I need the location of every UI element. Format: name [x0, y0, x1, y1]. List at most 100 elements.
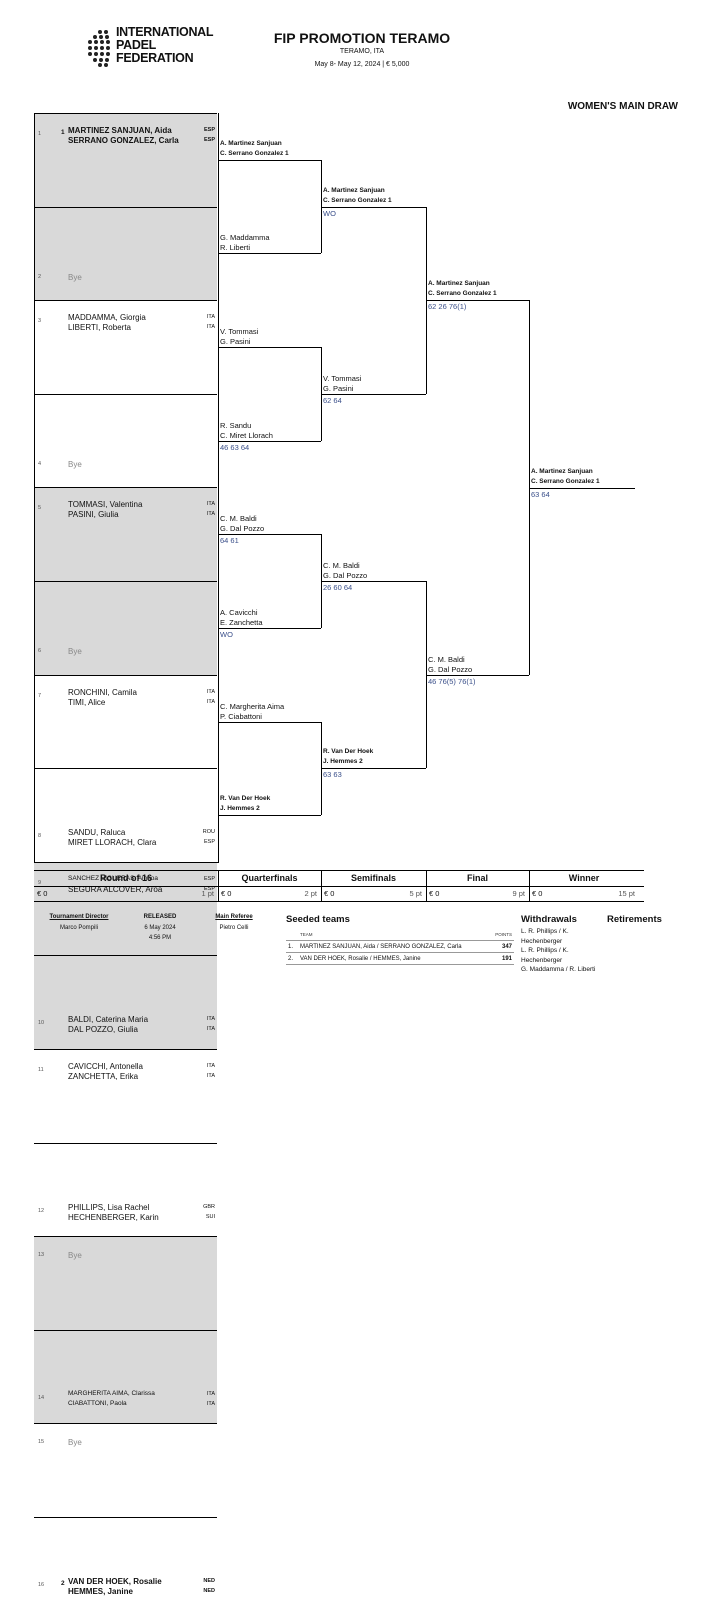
released-date: 6 May 2024 — [144, 925, 176, 931]
player-name: HECHENBERGER, Karin — [68, 1212, 159, 1222]
draw-slot — [34, 674, 217, 770]
winner-name: R. Sandu — [220, 420, 252, 430]
round-points: 9 pt — [512, 889, 525, 898]
seed-points: 191 — [486, 952, 514, 965]
draw-slot — [34, 1236, 217, 1331]
bracket-line — [218, 159, 321, 161]
player-name: LIBERTI, Roberta — [68, 323, 131, 333]
round-divider — [218, 870, 219, 901]
slot-number: 7 — [38, 692, 42, 699]
seed-points: 347 — [486, 940, 514, 953]
player-name: TIMI, Alice — [68, 697, 106, 707]
fip-logo: INTERNATIONAL PADEL FEDERATION — [88, 26, 214, 70]
event-title: FIP PROMOTION TERAMO — [273, 30, 451, 46]
winner-name: G. Dal Pozzo — [220, 524, 265, 534]
match-score: WO — [323, 208, 336, 218]
bye-label: Bye — [68, 459, 82, 469]
winner-name: A. Martinez Sanjuan — [531, 467, 593, 475]
nationality: ROU — [202, 829, 215, 836]
player-name: VAN DER HOEK, Rosalie — [68, 1577, 162, 1586]
seed-col-header — [286, 929, 298, 941]
player-name: DAL POZZO, Giulia — [68, 1025, 138, 1035]
match-score: 46 76(5) 76(1) — [428, 676, 476, 686]
slot-number: 8 — [38, 833, 42, 840]
draw-slots-frame — [34, 113, 219, 863]
director-heading: Tournament Director — [49, 914, 109, 920]
bracket-line — [529, 487, 635, 489]
logo-dot — [99, 58, 103, 62]
round-points: 2 pt — [304, 889, 317, 898]
logo-dot — [94, 52, 98, 56]
winner-name: V. Tommasi — [323, 373, 362, 383]
logo-dot — [100, 52, 104, 56]
winner-name: C. Serrano Gonzalez 1 — [531, 477, 600, 485]
winner-name: E. Zanchetta — [220, 617, 263, 627]
slot-number: 13 — [38, 1252, 45, 1259]
winner-name: G. Pasini — [323, 383, 354, 393]
slot-number: 9 — [38, 879, 42, 886]
match-score: 64 61 — [220, 536, 239, 546]
nationality: ITA — [206, 314, 215, 321]
logo-dot — [105, 58, 109, 62]
seeded-table: TEAM POINTS 1. MARTINEZ SANJUAN, Aida / … — [286, 929, 514, 965]
nationality: ESP — [203, 127, 215, 133]
winner-name: C. Serrano Gonzalez 1 — [428, 290, 497, 298]
player-name: ZANCHETTA, Erika — [68, 1072, 139, 1081]
event-dates: May 8- May 12, 2024 | € 5,000 — [314, 61, 410, 68]
logo-dot — [100, 46, 104, 50]
bracket-line — [218, 534, 321, 536]
winner-name: V. Tommasi — [220, 327, 259, 337]
player-name: TOMMASI, Valentina — [68, 500, 143, 510]
match-score: 46 63 64 — [220, 442, 250, 452]
logo-dot — [100, 40, 104, 44]
player-name: HEMMES, Janine — [68, 1587, 133, 1596]
withdrawal-item: G. Maddamma / R. Liberti — [521, 966, 596, 973]
round-points: 5 pt — [409, 889, 422, 898]
bye-label: Bye — [68, 1251, 82, 1261]
nationality: NED — [203, 1588, 215, 1594]
slot-number: 16 — [38, 1582, 45, 1588]
round-points: 1 pt — [201, 889, 214, 898]
draw-slot — [34, 1517, 217, 1612]
player-name: SEGURA ALCOVER, Aroa — [68, 884, 163, 894]
bracket-line — [218, 627, 321, 629]
player-name: RONCHINI, Camila — [68, 687, 137, 697]
logo-dot — [106, 40, 110, 44]
winner-name: A. Martinez Sanjuan — [323, 186, 385, 194]
winner-name: P. Ciabattoni — [220, 711, 262, 721]
fip-logo-mark — [88, 30, 114, 67]
winner-name: C. Serrano Gonzalez 1 — [220, 149, 289, 157]
player-name: CIABATTONI, Paola — [68, 1399, 127, 1407]
rounds-top-line — [34, 870, 644, 871]
nationality: ITA — [206, 1026, 215, 1033]
round-label: Semifinals — [350, 873, 397, 883]
referee-heading: Main Referee — [215, 914, 253, 920]
nationality: ITA — [206, 1063, 215, 1069]
winner-name: C. M. Baldi — [220, 514, 257, 524]
draw-slot — [34, 1423, 217, 1518]
player-name: PHILLIPS, Lisa Rachel — [68, 1202, 150, 1212]
winner-name: J. Hemmes 2 — [220, 805, 260, 813]
bracket-line — [218, 815, 321, 817]
winner-name: G. Maddamma — [220, 233, 270, 243]
match-score: 62 26 76(1) — [428, 302, 467, 312]
logo-dot — [94, 40, 98, 44]
fip-logo-text: INTERNATIONAL PADEL FEDERATION — [116, 26, 214, 65]
logo-dot — [93, 35, 97, 39]
bracket-line — [321, 581, 426, 583]
director-name: Marco Pompili — [59, 925, 98, 931]
seed-number: 1. — [286, 940, 298, 953]
bracket-line — [321, 206, 426, 208]
nationality: ITA — [206, 1016, 215, 1023]
draw-slot — [34, 955, 217, 1050]
nationality: ESP — [203, 839, 215, 846]
referee-name: Pietro Celli — [219, 925, 249, 931]
round-prize-money: € 0 — [221, 889, 232, 898]
retirements-heading: Retirements — [607, 914, 662, 925]
released-time: 4:56 PM — [148, 935, 172, 941]
withdrawal-item: L. R. Phillips / K. — [521, 928, 569, 935]
winner-name: G. Pasini — [220, 337, 251, 347]
nationality: ITA — [206, 1073, 215, 1079]
bracket-line — [426, 674, 529, 676]
logo-dot — [105, 35, 109, 39]
